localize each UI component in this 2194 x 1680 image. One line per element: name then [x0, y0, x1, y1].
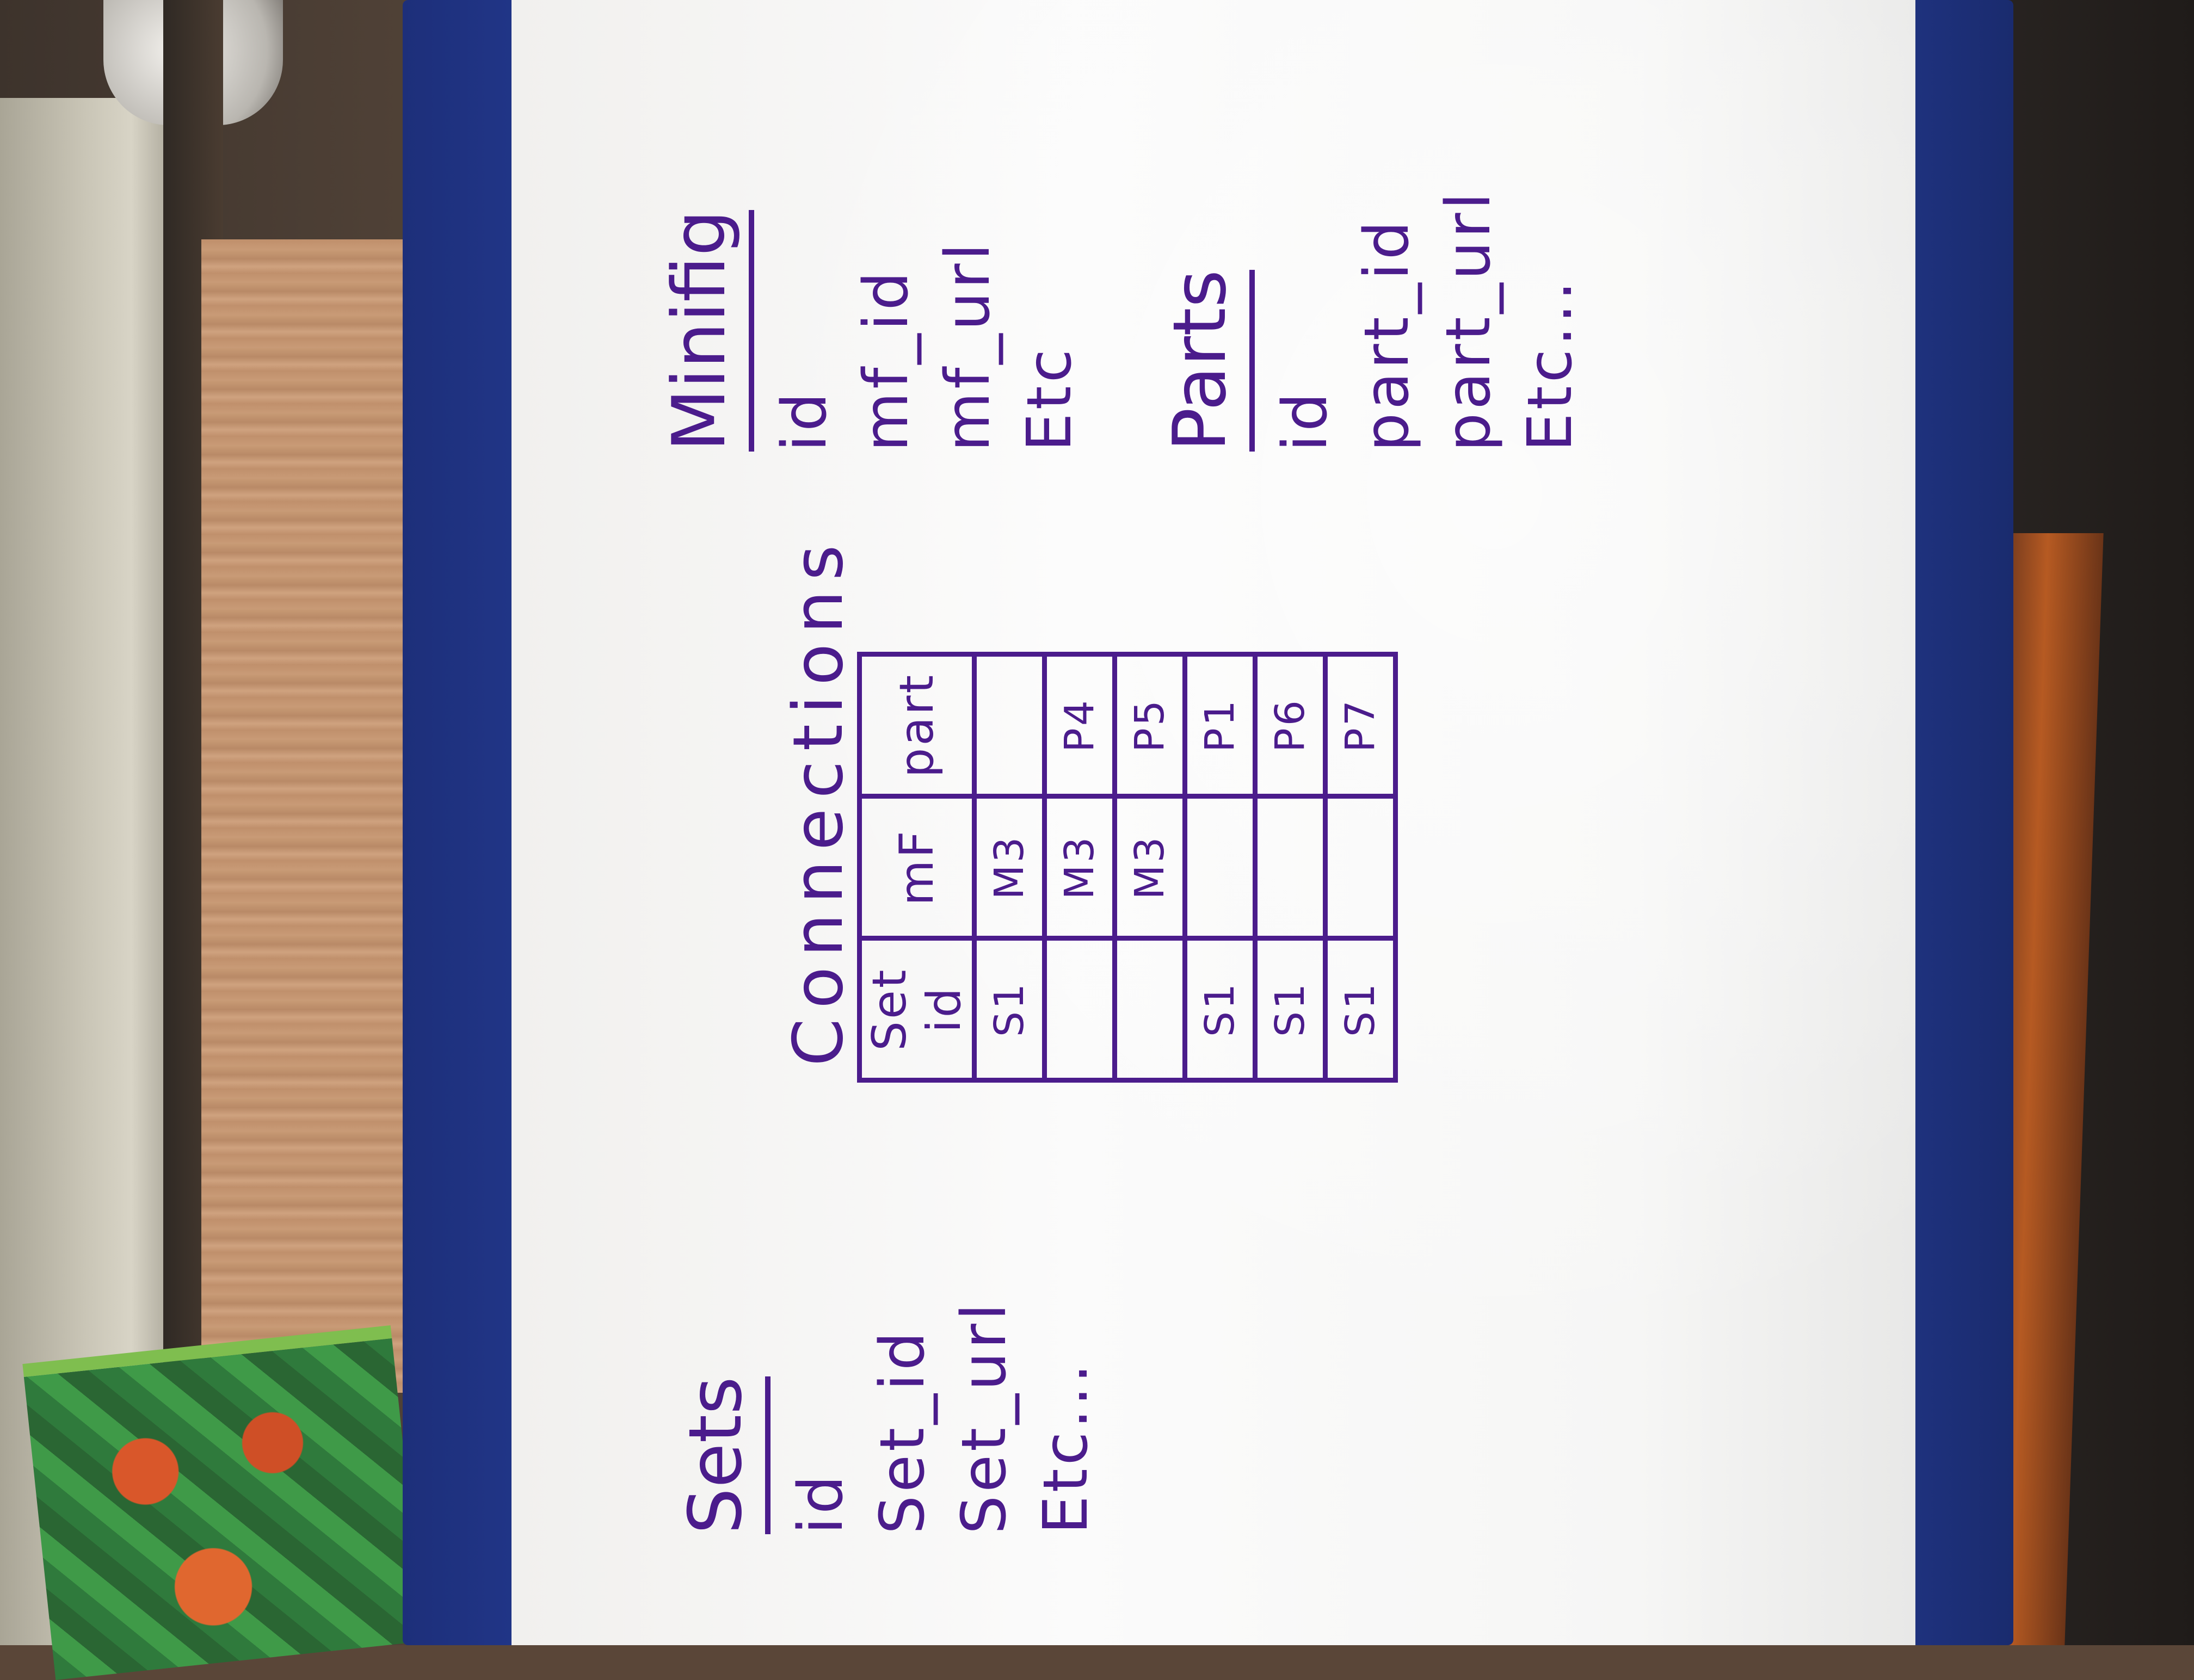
table-cell: [974, 654, 1045, 796]
sets-field: id: [786, 1472, 856, 1534]
table-row: S1 M3: [974, 654, 1045, 1080]
sets-block: Sets id Set_id Set_url Etc...: [669, 1300, 1107, 1534]
sets-field: Set_url: [949, 1300, 1020, 1534]
gift-box: [22, 1325, 424, 1680]
header-set-id: Set id: [859, 938, 975, 1080]
table-cell: S1: [1255, 938, 1326, 1080]
connections-table: Set id mF part S1 M3 M3 P4 M3: [857, 652, 1398, 1083]
table-cell: P4: [1044, 654, 1115, 796]
parts-field: part_url: [1433, 189, 1504, 452]
table-cell: P5: [1114, 654, 1185, 796]
table-cell: S1: [974, 938, 1045, 1080]
table-cell: [1325, 796, 1396, 938]
minifig-field: mf_url: [933, 240, 1003, 452]
table-row: M3 P4: [1044, 654, 1115, 1080]
table-cell: M3: [1114, 796, 1185, 938]
connections-title: Connections: [778, 535, 858, 1066]
minifig-title: Minifig: [653, 209, 754, 452]
table-row: S1 P7: [1325, 654, 1396, 1080]
table-cell: M3: [974, 796, 1045, 938]
sets-field: Etc...: [1031, 1360, 1101, 1534]
header-mf: mF: [859, 796, 975, 938]
table-row: S1 P1: [1185, 654, 1255, 1080]
table-row: M3 P5: [1114, 654, 1185, 1080]
minifig-block: Minifig id mf_id mf_url Etc: [653, 209, 1090, 452]
table-cell: P1: [1185, 654, 1255, 796]
table-row: S1 P6: [1255, 654, 1326, 1080]
table-cell: M3: [1044, 796, 1115, 938]
parts-field: Etc...: [1515, 277, 1586, 452]
minifig-field: id: [769, 389, 840, 452]
header-part: part: [859, 654, 975, 796]
table-cell: S1: [1325, 938, 1396, 1080]
table-cell: [1044, 938, 1115, 1080]
wood-panel: [201, 239, 414, 1393]
parts-field: part_id: [1352, 218, 1422, 452]
minifig-field: Etc: [1014, 345, 1085, 452]
table-cell: P6: [1255, 654, 1326, 796]
sets-field: Set_id: [867, 1328, 938, 1534]
sets-title: Sets: [669, 1376, 771, 1534]
table-header-row: Set id mF part: [859, 654, 975, 1080]
table-cell: S1: [1185, 938, 1255, 1080]
table-cell: P7: [1325, 654, 1396, 796]
connections-heading: Connections: [778, 535, 858, 1066]
table-cell: [1114, 938, 1185, 1080]
parts-block: Parts id part_id part_url Etc...: [1154, 189, 1591, 452]
table-cell: [1185, 796, 1255, 938]
minifig-field: mf_id: [851, 268, 922, 452]
table-cell: [1255, 796, 1326, 938]
whiteboard-glare: [511, 0, 1915, 1645]
parts-title: Parts: [1154, 269, 1255, 452]
parts-field: id: [1270, 389, 1341, 452]
